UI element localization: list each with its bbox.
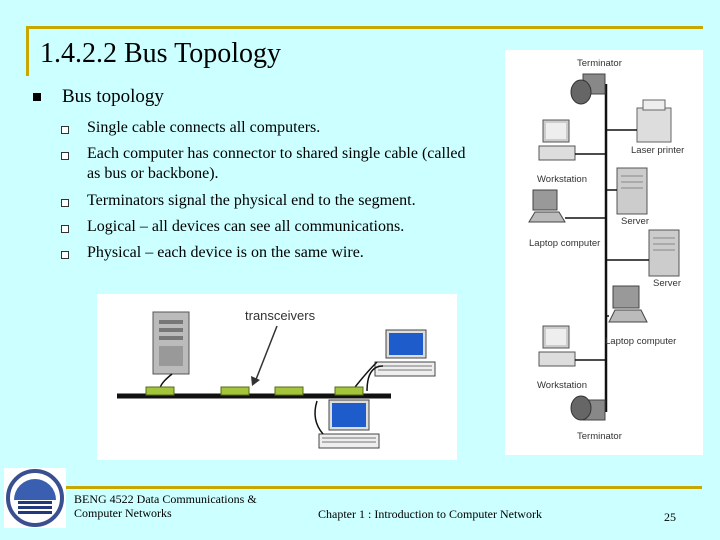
terminator-top-label: Terminator	[577, 58, 622, 69]
server-1-label: Server	[621, 216, 649, 227]
terminator-top-icon	[570, 73, 606, 105]
sub-bullet-2: Each computer has connector to shared si…	[87, 145, 466, 182]
transceiver	[334, 386, 364, 396]
terminator-bottom-label: Terminator	[577, 431, 622, 442]
sub-bullet-5: Physical – each device is on the same wi…	[87, 244, 364, 261]
workstation-1-label: Workstation	[537, 174, 587, 185]
frame-top-line	[26, 26, 703, 29]
sub-bullet-marker	[61, 225, 69, 233]
server-2-label: Server	[653, 278, 681, 289]
main-bullet: Bus topology	[62, 86, 164, 107]
sub-bullet-marker	[61, 199, 69, 207]
laptop-1-icon	[528, 189, 566, 223]
slide-title: 1.4.2.2 Bus Topology	[40, 38, 281, 69]
frame-left-line	[26, 26, 29, 76]
bus-diagram-svg: transceivers	[117, 308, 436, 449]
sub-bullet-1: Single cable connects all computers.	[87, 119, 321, 136]
footer-course: BENG 4522 Data Communications & Computer…	[74, 492, 257, 520]
workstation-2-label: Workstation	[537, 380, 587, 391]
laptop-2-icon	[608, 285, 648, 323]
server-1-icon	[616, 167, 648, 215]
bus-diagram-right-svg: Terminator Laser printer Workstation Ser…	[528, 58, 684, 442]
sub-bullet-4: Logical – all devices can see all commun…	[87, 218, 405, 235]
laser-printer-icon	[636, 99, 672, 143]
workstation-bottom-icon	[318, 399, 380, 449]
bullet-marker	[33, 93, 41, 101]
bus-diagram-right: Terminator Laser printer Workstation Ser…	[505, 50, 703, 455]
laser-printer-label: Laser printer	[631, 145, 684, 156]
server-2-icon	[648, 229, 680, 277]
university-seal-icon	[6, 469, 64, 527]
laptop-2-label: Laptop computer	[605, 336, 676, 347]
transceiver	[145, 386, 175, 396]
workstation-top-icon	[374, 329, 436, 377]
arrow-head	[251, 376, 260, 386]
footer-chapter: Chapter 1 : Introduction to Computer Net…	[318, 507, 542, 521]
workstation-1-icon	[538, 119, 576, 161]
workstation-2-icon	[538, 325, 576, 367]
tower-computer-icon	[152, 311, 190, 375]
university-logo	[4, 468, 66, 528]
sub-bullet-marker	[61, 152, 69, 160]
transceiver	[274, 386, 304, 396]
transceiver-arrow	[254, 325, 278, 383]
footer-page-number: 25	[664, 510, 676, 524]
frame-bottom-line	[62, 486, 702, 489]
transceiver	[220, 386, 250, 396]
transceivers-label: transceivers	[245, 308, 316, 323]
terminator-bottom-icon	[570, 395, 606, 421]
sub-bullet-marker	[61, 251, 69, 259]
sub-bullet-3: Terminators signal the physical end to t…	[87, 192, 416, 209]
sub-bullet-marker	[61, 126, 69, 134]
bus-diagram-left: transceivers	[97, 294, 457, 460]
laptop-1-label: Laptop computer	[529, 238, 600, 249]
